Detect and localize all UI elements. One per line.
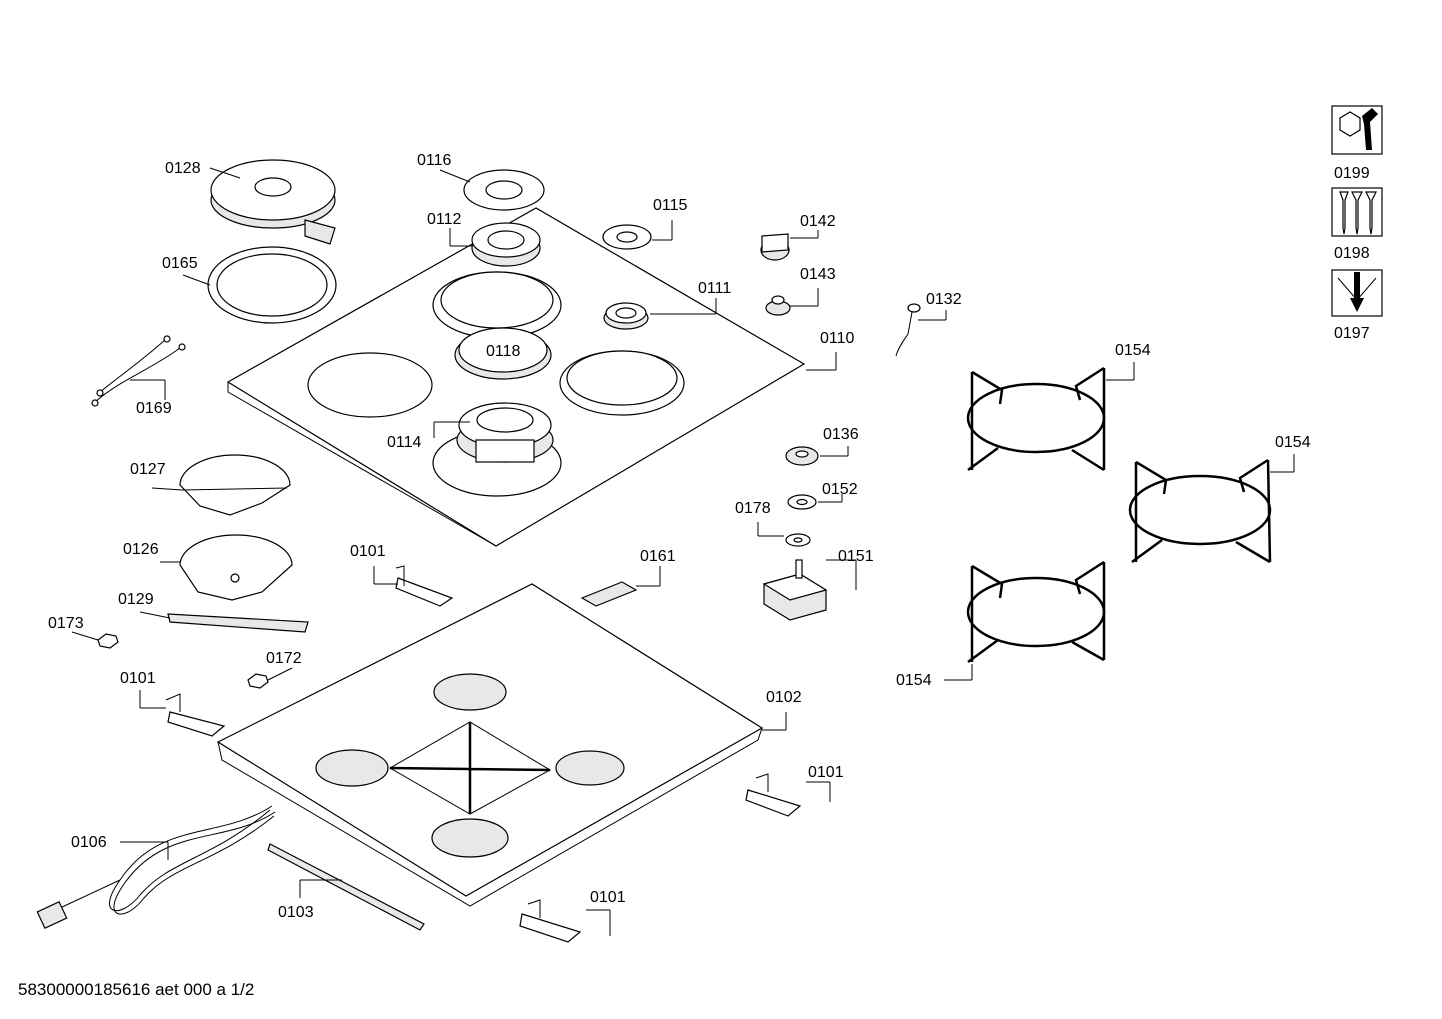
- knob-insert-0143: [765, 295, 791, 316]
- label-0101-right: 0101: [808, 764, 844, 781]
- label-0103: 0103: [278, 904, 314, 921]
- label-0173: 0173: [48, 615, 84, 632]
- burner-cap-0118: [454, 327, 552, 380]
- burner-cap-0116: [463, 169, 545, 211]
- bracket-0129: [167, 613, 309, 633]
- seal-strip-0103: [267, 843, 425, 931]
- label-0106: 0106: [71, 834, 107, 851]
- label-0143: 0143: [800, 266, 836, 283]
- nut-0136: [785, 446, 819, 466]
- washer-0152: [787, 494, 817, 510]
- label-0115: 0115: [653, 197, 688, 214]
- label-0151: 0151: [838, 548, 874, 565]
- wire-harness-0169: [91, 335, 186, 407]
- label-0154-right: 0154: [1275, 434, 1311, 451]
- label-0178: 0178: [735, 500, 771, 517]
- burner-0111: [603, 302, 649, 330]
- ring-0165: [207, 246, 337, 324]
- label-0118: 0118: [486, 343, 521, 360]
- label-0152: 0152: [822, 481, 858, 498]
- label-0102: 0102: [766, 689, 802, 706]
- legend-label-0198: 0198: [1334, 245, 1370, 262]
- label-0128: 0128: [165, 160, 201, 177]
- bottom-tray-0102: [216, 583, 764, 907]
- label-0127: 0127: [130, 461, 166, 478]
- control-knob-0142: [760, 233, 790, 261]
- rating-plate-0161: [580, 581, 638, 607]
- label-0110: 0110: [820, 330, 855, 347]
- legend-wrench-nut-icon: [1331, 105, 1383, 155]
- legend-label-0199: 0199: [1334, 165, 1370, 182]
- label-0112: 0112: [427, 211, 462, 228]
- power-cable-0106: [36, 805, 276, 930]
- label-0136: 0136: [823, 426, 859, 443]
- reflector-0126: [179, 534, 293, 601]
- energy-regulator-0151: [762, 559, 828, 621]
- label-0154-top: 0154: [1115, 342, 1151, 359]
- label-0101-top: 0101: [350, 543, 386, 560]
- pan-support-0154-right: [1128, 458, 1272, 564]
- hotplate-0128: [210, 159, 336, 245]
- legend-label-0197: 0197: [1334, 325, 1370, 342]
- label-0165: 0165: [162, 255, 198, 272]
- document-id: 58300000185616 aet 000 a 1/2: [18, 980, 255, 999]
- legend-screwdriver-icon: [1331, 269, 1383, 317]
- label-0129: 0129: [118, 591, 154, 608]
- label-0101-bottom: 0101: [590, 889, 626, 906]
- foot-0101-right: [745, 773, 802, 817]
- thermocouple-0132: [895, 303, 921, 357]
- foot-0101-left: [165, 693, 226, 737]
- label-0142: 0142: [800, 213, 836, 230]
- reflector-0127: [179, 454, 291, 516]
- nut-0173: [97, 633, 119, 649]
- pan-support-0154-top: [966, 366, 1106, 472]
- pan-support-0154-bottom: [966, 560, 1106, 664]
- label-0111: 0111: [698, 280, 731, 297]
- burner-head-0112: [471, 222, 541, 267]
- label-0172: 0172: [266, 650, 302, 667]
- label-0154-bottom: 0154: [896, 672, 932, 689]
- washer-0178: [785, 533, 811, 547]
- legend-screws-icon: [1331, 187, 1383, 237]
- burner-cap-0115: [602, 224, 652, 250]
- foot-0101-bottom: [519, 899, 582, 943]
- label-0114: 0114: [387, 434, 422, 451]
- foot-0101-top: [395, 565, 454, 607]
- label-0126: 0126: [123, 541, 159, 558]
- label-0169: 0169: [136, 400, 172, 417]
- label-0161: 0161: [640, 548, 676, 565]
- label-0132: 0132: [926, 291, 962, 308]
- label-0116: 0116: [417, 152, 452, 169]
- burner-0114: [456, 402, 554, 463]
- label-0101-left: 0101: [120, 670, 156, 687]
- nut-0172: [247, 673, 269, 689]
